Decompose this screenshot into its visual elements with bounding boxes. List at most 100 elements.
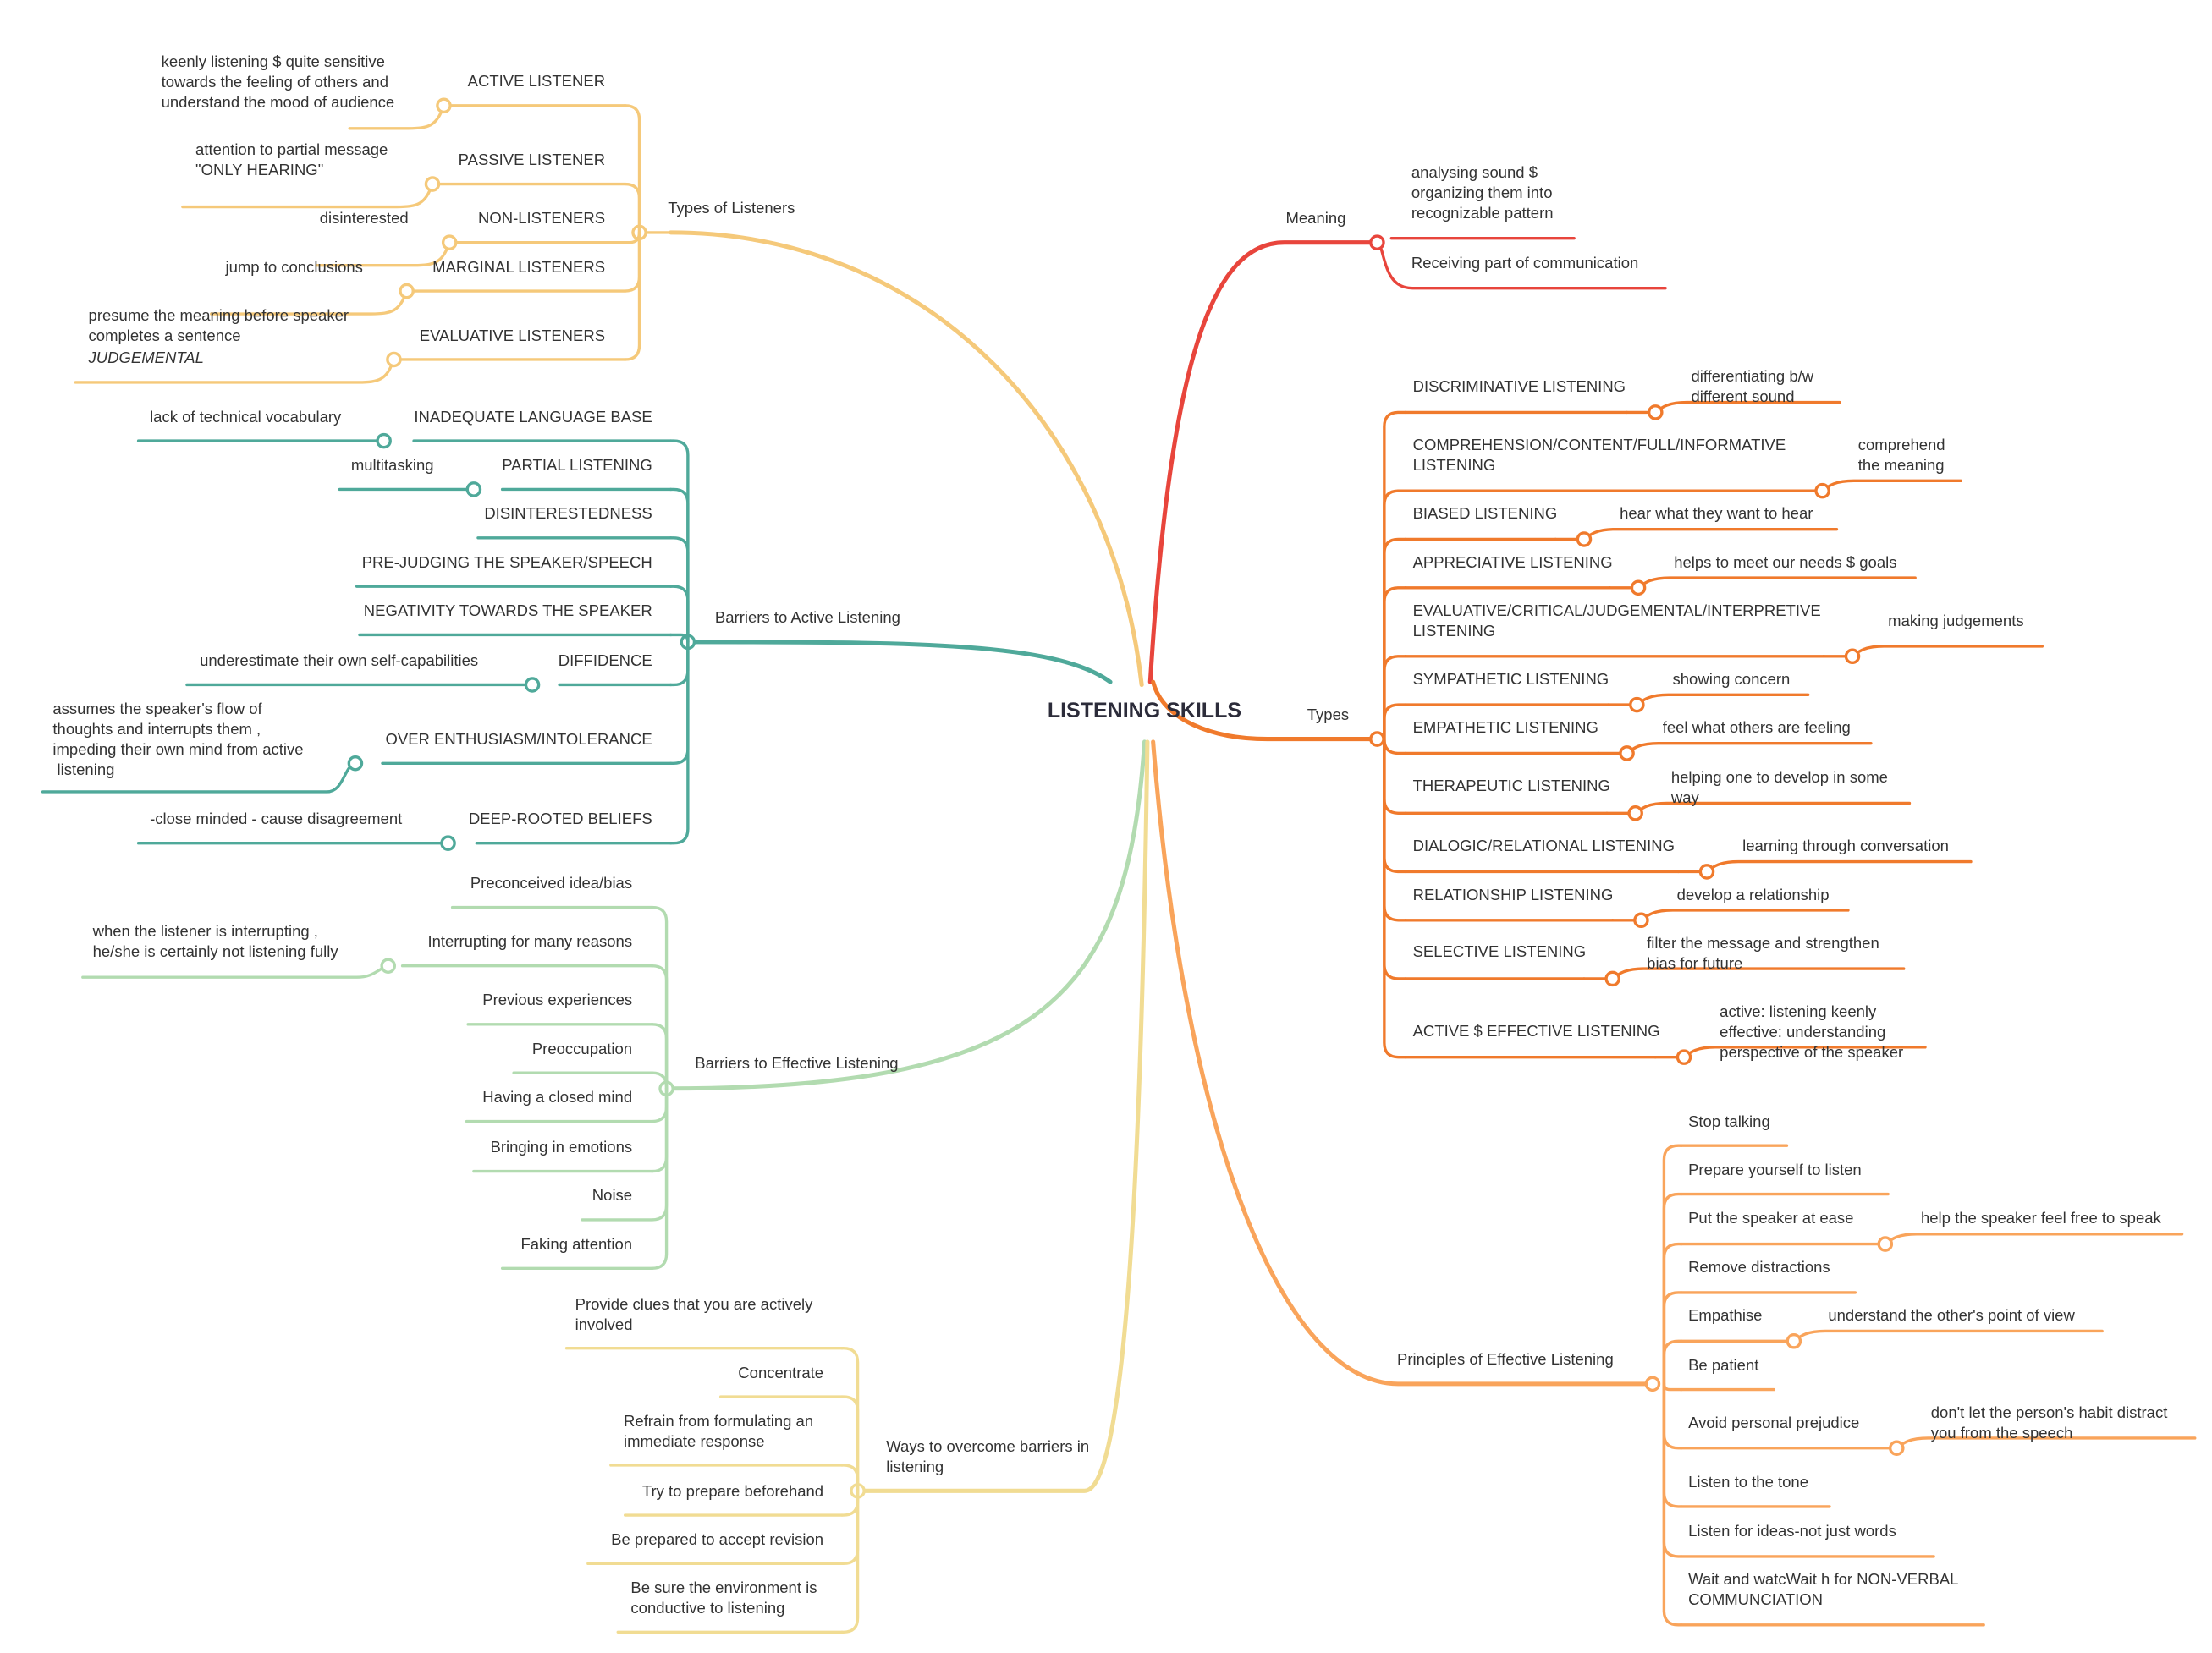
child-node[interactable] <box>1629 696 1645 713</box>
principle-label[interactable]: Empathise <box>1688 1306 1763 1325</box>
barrier-active-label[interactable]: NEGATIVITY TOWARDS THE SPEAKER <box>363 601 652 619</box>
barrier-active-detail[interactable]: lack of technical vocabulary <box>150 407 342 426</box>
child-node[interactable] <box>380 958 396 975</box>
barrier-active-label[interactable]: DEEP-ROOTED BELIEFS <box>468 810 652 828</box>
barrier-active-label[interactable]: DIFFIDENCE <box>558 651 652 670</box>
way-overcome-label[interactable]: Refrain from formulating an immediate re… <box>623 1411 814 1450</box>
principle-label[interactable]: Listen for ideas-not just words <box>1688 1521 1896 1540</box>
listening-type-label[interactable]: EMPATHETIC LISTENING <box>1412 718 1598 737</box>
barrier-active-detail[interactable]: multitasking <box>350 455 434 474</box>
principle-label[interactable]: Prepare yourself to listen <box>1688 1161 1862 1179</box>
listener-type-label[interactable]: MARGINAL LISTENERS <box>432 257 606 276</box>
listening-type-detail[interactable]: comprehend the meaning <box>1857 436 1945 475</box>
child-node[interactable] <box>399 283 415 299</box>
child-node[interactable] <box>1814 482 1830 499</box>
listener-type-detail[interactable]: disinterested <box>319 209 409 228</box>
child-node[interactable] <box>1604 970 1620 987</box>
branch-node-principles[interactable] <box>1644 1376 1661 1392</box>
listener-type-label[interactable]: NON-LISTENERS <box>477 209 606 228</box>
way-overcome-label[interactable]: Be prepared to accept revision <box>611 1529 824 1548</box>
barrier-effective-label[interactable]: Preconceived idea/bias <box>470 874 633 892</box>
barrier-effective-label[interactable]: Having a closed mind <box>482 1088 633 1107</box>
barrier-effective-label[interactable]: Interrupting for many reasons <box>427 932 633 951</box>
listener-type-detail[interactable]: keenly listening $ quite sensitive towar… <box>161 52 395 111</box>
listening-type-label[interactable]: EVALUATIVE/CRITICAL/JUDGEMENTAL/INTERPRE… <box>1412 601 1821 640</box>
barrier-effective-label[interactable]: Faking attention <box>520 1234 633 1253</box>
listener-type-label[interactable]: ACTIVE LISTENER <box>467 72 606 91</box>
child-node[interactable] <box>440 835 456 851</box>
child-node[interactable] <box>1676 1049 1692 1065</box>
barrier-active-label[interactable]: DISINTERESTEDNESS <box>484 504 652 523</box>
barrier-active-label[interactable]: PARTIAL LISTENING <box>502 455 652 474</box>
listener-type-detail-italic[interactable]: JUDGEMENTAL <box>88 349 204 367</box>
child-node[interactable] <box>1576 531 1593 547</box>
barrier-effective-label[interactable]: Previous experiences <box>482 991 633 1009</box>
way-overcome-label[interactable]: Provide clues that you are actively invo… <box>575 1294 813 1333</box>
barrier-active-detail[interactable]: assumes the speaker's flow of thoughts a… <box>52 700 304 779</box>
barrier-effective-label[interactable]: Preoccupation <box>531 1039 633 1057</box>
child-node[interactable] <box>524 677 541 693</box>
child-node[interactable] <box>441 234 458 250</box>
listening-type-detail[interactable]: differentiating b/w different sound <box>1691 367 1814 406</box>
barrier-effective-detail[interactable]: when the listener is interrupting , he/s… <box>92 922 338 961</box>
principle-detail[interactable]: don't let the person's habit distract yo… <box>1930 1403 2168 1442</box>
barrier-active-detail[interactable]: underestimate their own self-capabilitie… <box>200 651 479 670</box>
listening-type-label[interactable]: BIASED LISTENING <box>1412 504 1558 523</box>
child-node[interactable] <box>1633 912 1649 929</box>
listener-type-detail[interactable]: presume the meaning before speaker compl… <box>88 305 349 344</box>
principle-label[interactable]: Wait and watcWait h for NON-VERBAL COMMU… <box>1688 1570 1959 1609</box>
listening-type-label[interactable]: SELECTIVE LISTENING <box>1412 942 1587 961</box>
listening-type-detail[interactable]: develop a relationship <box>1676 885 1830 903</box>
listening-type-label[interactable]: SYMPATHETIC LISTENING <box>1412 669 1609 688</box>
listener-type-detail[interactable]: jump to conclusions <box>225 257 363 276</box>
barrier-active-label[interactable]: INADEQUATE LANGUAGE BASE <box>414 407 652 426</box>
branch-types[interactable]: Types <box>1307 706 1350 724</box>
listening-type-label[interactable]: DISCRIMINATIVE LISTENING <box>1412 377 1626 396</box>
listener-type-detail[interactable]: attention to partial message "ONLY HEARI… <box>195 140 388 179</box>
principle-detail[interactable]: understand the other's point of view <box>1828 1306 2075 1325</box>
child-node[interactable] <box>376 432 392 449</box>
way-overcome-label[interactable]: Try to prepare beforehand <box>641 1481 824 1500</box>
barrier-active-label[interactable]: OVER ENTHUSIASM/INTOLERANCE <box>385 729 652 748</box>
listening-type-label[interactable]: ACTIVE $ EFFECTIVE LISTENING <box>1412 1022 1660 1041</box>
meaning-item[interactable]: Receiving part of communication <box>1411 253 1639 272</box>
child-node[interactable] <box>1844 648 1861 665</box>
branch-barriers-effective[interactable]: Barriers to Effective Listening <box>695 1053 899 1072</box>
way-overcome-label[interactable]: Be sure the environment is conductive to… <box>630 1579 817 1617</box>
child-node[interactable] <box>436 97 452 114</box>
barrier-effective-label[interactable]: Noise <box>592 1186 633 1205</box>
principle-detail[interactable]: help the speaker feel free to speak <box>1920 1209 2161 1227</box>
child-node[interactable] <box>465 481 482 497</box>
listening-type-label[interactable]: RELATIONSHIP LISTENING <box>1412 885 1614 903</box>
principle-label[interactable]: Put the speaker at ease <box>1688 1209 1854 1227</box>
barrier-active-detail[interactable]: -close minded - cause disagreement <box>150 810 403 828</box>
listening-type-detail[interactable]: helping one to develop in some way <box>1670 768 1888 807</box>
listener-type-label[interactable]: EVALUATIVE LISTENERS <box>419 326 606 344</box>
principle-label[interactable]: Listen to the tone <box>1688 1473 1809 1491</box>
listening-type-detail[interactable]: feel what others are feeling <box>1662 718 1851 737</box>
branch-barriers-active[interactable]: Barriers to Active Listening <box>714 608 900 627</box>
principle-label[interactable]: Remove distractions <box>1688 1257 1830 1276</box>
child-node[interactable] <box>347 755 364 772</box>
meaning-item[interactable]: analysing sound $ organizing them into r… <box>1411 163 1554 222</box>
listening-type-detail[interactable]: showing concern <box>1672 669 1791 688</box>
listener-type-label[interactable]: PASSIVE LISTENER <box>458 151 606 169</box>
listening-type-label[interactable]: APPRECIATIVE LISTENING <box>1412 552 1613 571</box>
branch-types-of-listeners[interactable]: Types of Listeners <box>668 199 795 217</box>
listening-type-detail[interactable]: hear what they want to hear <box>1620 504 1813 523</box>
child-node[interactable] <box>386 351 402 368</box>
child-node[interactable] <box>424 176 441 192</box>
child-node[interactable] <box>1877 1236 1894 1252</box>
child-node[interactable] <box>1648 404 1664 420</box>
child-node[interactable] <box>1619 745 1635 761</box>
branch-node-meaning[interactable] <box>1369 234 1385 250</box>
child-node[interactable] <box>1889 1440 1905 1457</box>
principle-label[interactable]: Be patient <box>1688 1356 1759 1375</box>
way-overcome-label[interactable]: Concentrate <box>738 1363 824 1381</box>
listening-type-detail[interactable]: active: listening keenly effective: unde… <box>1720 1002 1904 1061</box>
principle-label[interactable]: Stop talking <box>1688 1112 1770 1130</box>
listening-type-label[interactable]: COMPREHENSION/CONTENT/FULL/INFORMATIVE L… <box>1412 436 1786 475</box>
child-node[interactable] <box>1698 864 1715 880</box>
branch-meaning[interactable]: Meaning <box>1285 209 1346 228</box>
principle-label[interactable]: Avoid personal prejudice <box>1688 1413 1860 1431</box>
